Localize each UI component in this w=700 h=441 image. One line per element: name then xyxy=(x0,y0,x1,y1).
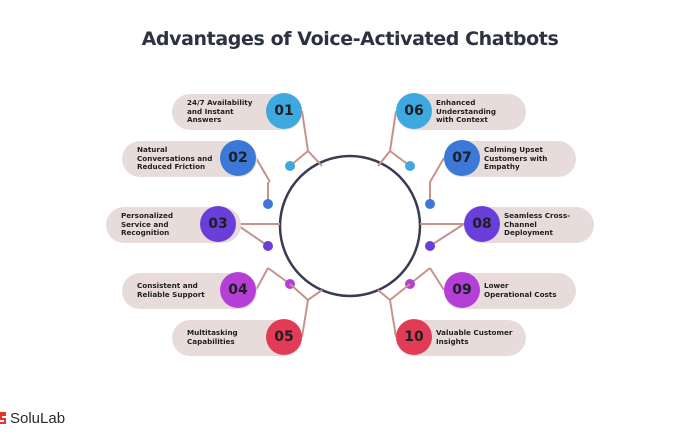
advantage-number-01: 01 xyxy=(266,93,302,129)
advantage-text-08: Seamless Cross- Channel Deployment xyxy=(504,210,571,238)
connector-04 xyxy=(255,267,269,291)
advantage-number-04: 04 xyxy=(220,272,256,308)
advantage-text-04: Consistent and Reliable Support xyxy=(137,281,205,299)
connector-dot-07 xyxy=(425,199,435,209)
connector-branch-06 xyxy=(377,149,411,167)
advantage-number-05: 05 xyxy=(266,319,302,355)
solulab-logo-icon xyxy=(0,412,6,424)
advantage-number-07: 07 xyxy=(444,140,480,176)
connector-dot-08 xyxy=(425,241,435,251)
connector-10 xyxy=(389,299,397,338)
connector-branch-08 xyxy=(429,223,465,247)
advantage-text-10: Valuable Customer Insights xyxy=(436,328,513,346)
advantage-text-07: Calming Upset Customers with Empathy xyxy=(484,144,548,172)
advantage-number-08: 08 xyxy=(464,206,500,242)
advantage-text-05: Multitasking Capabilities xyxy=(187,328,238,346)
connector-branch-01 xyxy=(289,149,323,167)
advantage-number-06: 06 xyxy=(396,93,432,129)
center-ring xyxy=(278,154,422,298)
connector-01 xyxy=(301,110,309,152)
advantage-number-10: 10 xyxy=(396,319,432,355)
connector-07 xyxy=(429,157,445,183)
advantage-text-02: Natural Conversations and Reduced Fricti… xyxy=(137,144,213,172)
advantage-text-03: Personalized Service and Recognition xyxy=(121,210,174,238)
advantage-text-01: 24/7 Availability and Instant Answers xyxy=(187,97,253,125)
brand-logo: SoluLab xyxy=(0,408,65,428)
connector-dot-06 xyxy=(405,161,415,171)
brand-name: SoluLab xyxy=(10,409,66,427)
page-title: Advantages of Voice-Activated Chatbots xyxy=(141,28,559,50)
advantage-number-02: 02 xyxy=(220,140,256,176)
advantage-number-03: 03 xyxy=(200,206,236,242)
connector-branch-03 xyxy=(235,223,269,247)
connector-branch-05 xyxy=(289,283,323,302)
advantage-text-09: Lower Operational Costs xyxy=(484,281,557,299)
connector-09 xyxy=(429,267,445,291)
connector-branch-10 xyxy=(377,283,411,302)
connector-05 xyxy=(301,299,309,338)
connector-dot-03 xyxy=(263,241,273,251)
connector-dot-01 xyxy=(285,161,295,171)
connector-02 xyxy=(255,157,271,183)
advantage-text-06: Enhanced Understanding with Context xyxy=(436,97,497,125)
advantage-number-09: 09 xyxy=(444,272,480,308)
connector-dot-02 xyxy=(263,199,273,209)
connector-06 xyxy=(389,110,397,152)
